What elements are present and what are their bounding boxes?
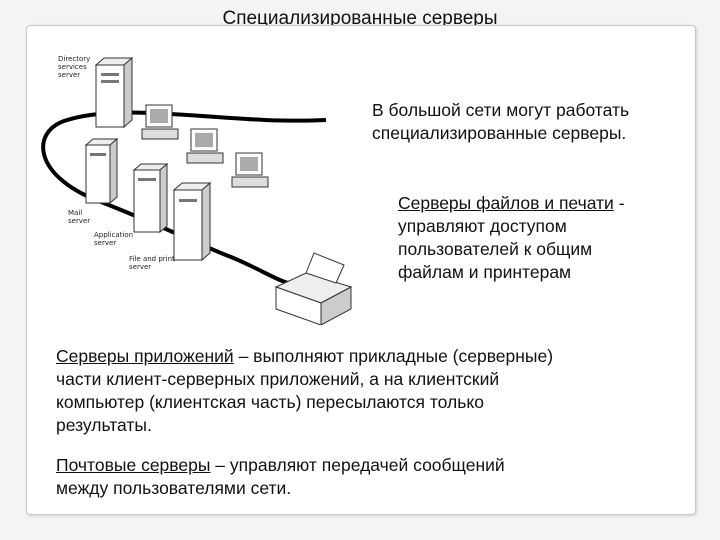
network-diagram: Directory services server Mail server Ap… (41, 55, 353, 325)
mail-label-2: server (68, 217, 90, 225)
slide-title: Специализированные серверы (222, 8, 498, 29)
intro-text: В большой сети могут работать специализи… (372, 100, 630, 143)
network-cable (41, 110, 327, 285)
directory-label-2: services (58, 63, 87, 71)
workstation-icon (186, 128, 224, 164)
application-label-2: server (94, 239, 116, 247)
slide-content-panel (26, 25, 696, 515)
workstation-icon (231, 152, 269, 188)
application-label-1: Application (94, 231, 133, 239)
directory-label-1: Directory (58, 55, 90, 63)
file-print-server-icon (172, 181, 212, 262)
printer-icon (274, 252, 353, 325)
directory-label-3: server (58, 71, 80, 79)
workstation-icon (141, 104, 179, 140)
mail-label-1: Mail (68, 209, 82, 217)
application-server-icon (132, 162, 169, 234)
mail-servers-term: Почтовые серверы (56, 455, 211, 475)
file-print-term: Серверы файлов и печати (398, 193, 614, 213)
app-servers-term: Серверы приложений (56, 346, 234, 366)
mail-server-icon (84, 137, 119, 205)
file-print-description: Серверы файлов и печати - управляют дост… (398, 193, 625, 282)
file-print-label-2: server (129, 263, 151, 271)
mail-servers-description: Почтовые серверы – управляют передачей с… (56, 455, 505, 498)
app-servers-description: Серверы приложений – выполняют прикладны… (56, 346, 554, 435)
directory-server-icon (94, 56, 134, 129)
file-print-label-1: File and print (129, 255, 175, 263)
